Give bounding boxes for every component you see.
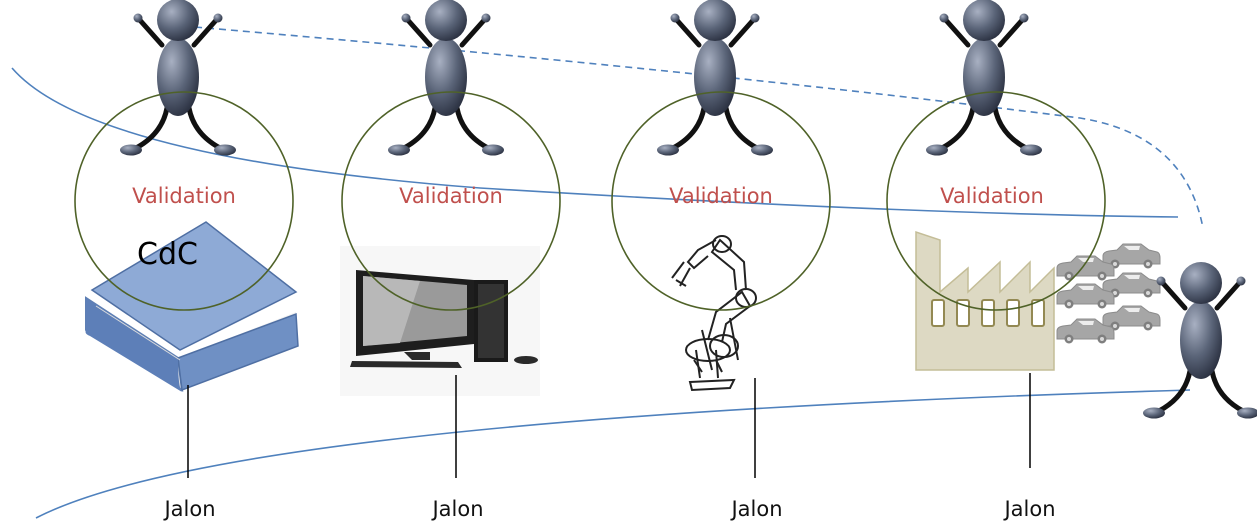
- lower-timeline-curve: [35, 389, 1191, 519]
- milestone-label: Jalon: [164, 497, 216, 521]
- person-icon: [926, 0, 1042, 156]
- book-title: CdC: [137, 237, 198, 272]
- robot-arm-icon: [671, 235, 757, 392]
- milestone-label: Jalon: [1004, 497, 1056, 521]
- cars-group: [1056, 243, 1161, 344]
- book-icon: [85, 221, 299, 392]
- milestone-label: Jalon: [432, 497, 484, 521]
- dashed-arc: [182, 25, 1204, 229]
- validation-circle: [886, 91, 1106, 311]
- validation-circle: [611, 91, 831, 311]
- validation-label: Validation: [940, 184, 1044, 208]
- person-icon: [657, 0, 773, 156]
- validation-label: Validation: [132, 184, 236, 208]
- validation-label: Validation: [669, 184, 773, 208]
- validation-circle: [341, 91, 561, 311]
- validation-label: Validation: [399, 184, 503, 208]
- upper-timeline-curve: [11, 67, 1179, 218]
- factory-icon: [915, 230, 1055, 371]
- validation-circle: [74, 91, 294, 311]
- computer-icon: [340, 246, 540, 396]
- milestone-label: Jalon: [731, 497, 783, 521]
- person-icon: [388, 0, 504, 156]
- person-icon: [120, 0, 236, 156]
